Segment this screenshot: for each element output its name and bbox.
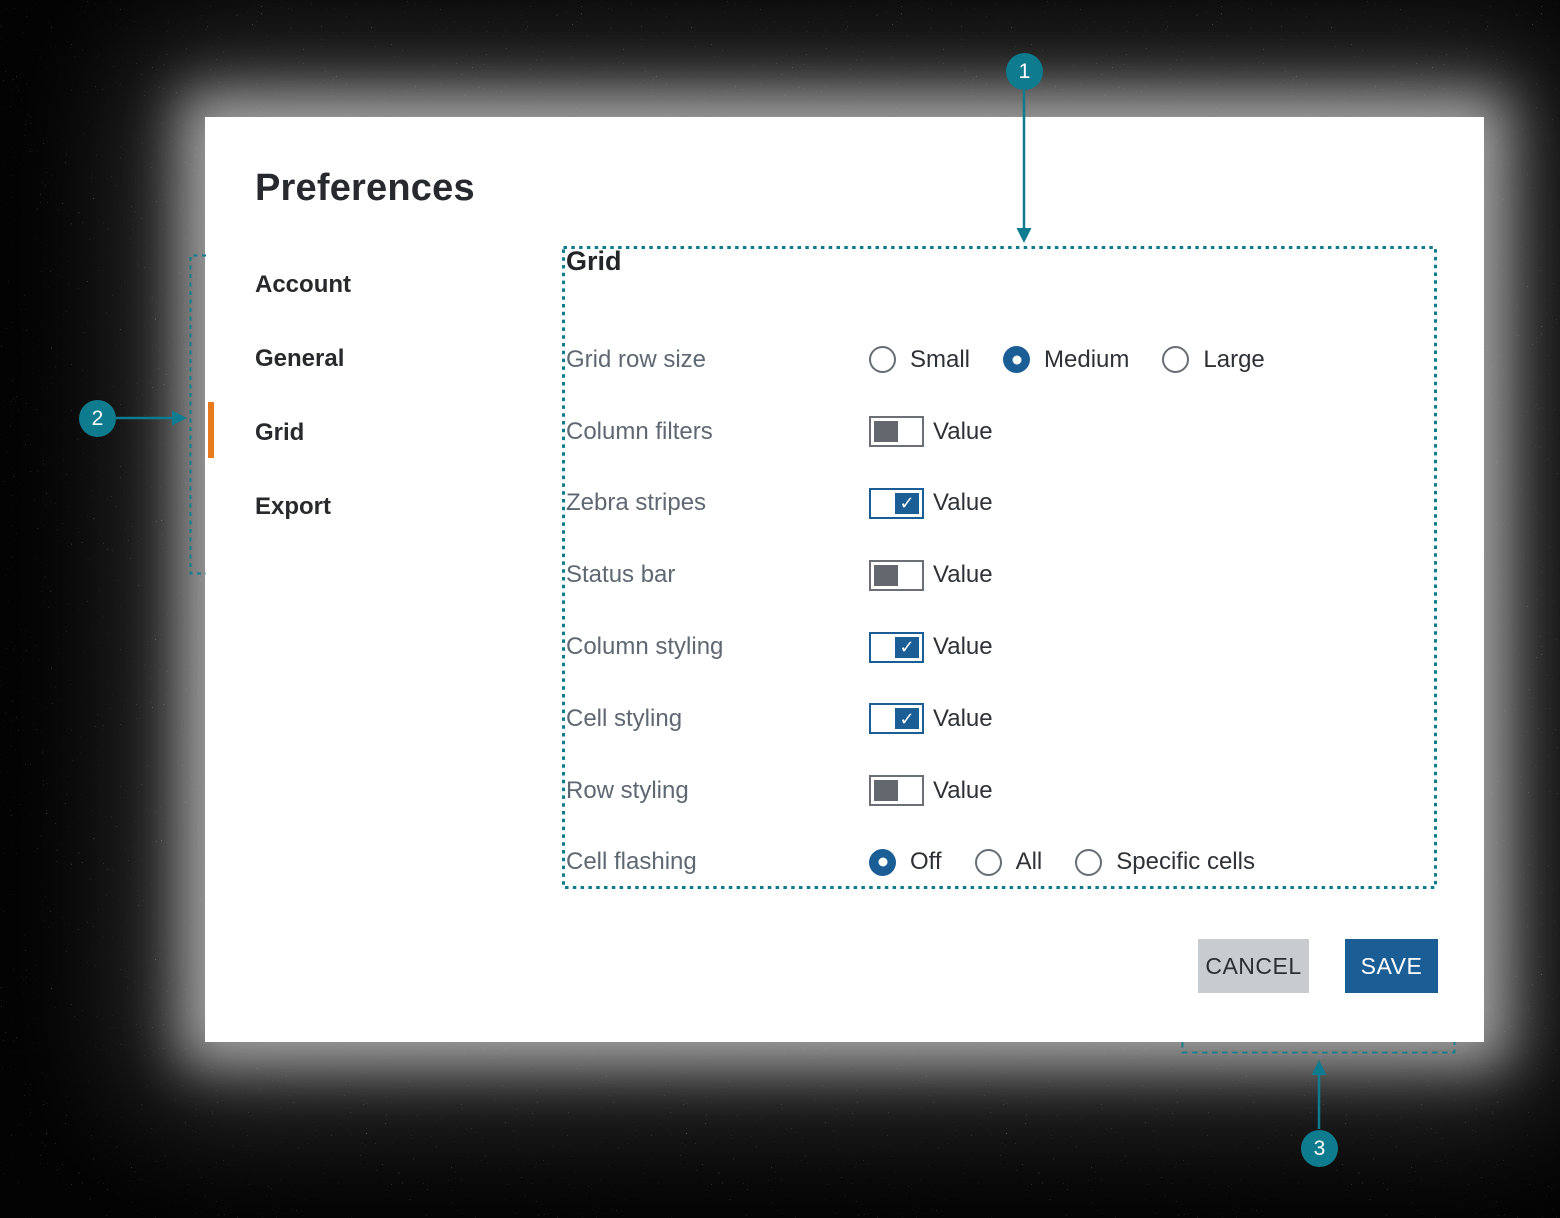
radio-label: Large — [1203, 345, 1265, 373]
toggle-checkbox[interactable]: ✓ — [869, 703, 924, 735]
settings-row-column-filters: Column filters Value — [566, 396, 1426, 468]
sidebar-item-general[interactable]: General — [255, 345, 345, 372]
preferences-dialog: Preferences Account General Grid Export … — [205, 117, 1484, 1042]
value-label: Value — [933, 489, 993, 517]
checkbox-knob — [874, 421, 898, 443]
cancel-button[interactable]: CANCEL — [1198, 939, 1309, 993]
value-label: Value — [933, 776, 993, 804]
check-icon: ✓ — [895, 492, 919, 514]
radio-label: All — [1015, 848, 1043, 876]
radio-button[interactable] — [974, 848, 1002, 876]
setting-label: Column filters — [566, 417, 713, 445]
save-button[interactable]: SAVE — [1345, 939, 1438, 993]
radio-group-grid-row-size: Small Medium Large — [869, 346, 1265, 374]
settings-row-grid-row-size: Grid row size Small Medium Large — [566, 324, 1426, 396]
settings-row-cell-flashing: Cell flashing Off All Specific cells — [566, 827, 1426, 899]
radio-button[interactable] — [1162, 346, 1190, 374]
radio-label: Specific cells — [1116, 848, 1255, 876]
radio-option-small[interactable]: Small — [869, 346, 970, 374]
setting-label: Cell flashing — [566, 848, 697, 876]
radio-option-off[interactable]: Off — [869, 848, 942, 876]
sidebar-item-account[interactable]: Account — [255, 271, 351, 298]
setting-label: Status bar — [566, 561, 676, 589]
toggle-checkbox[interactable]: ✓ — [869, 631, 924, 663]
sidebar-nav: Account General Grid Export — [255, 270, 351, 566]
settings-row-zebra-stripes: Zebra stripes ✓ Value — [566, 468, 1426, 540]
checkbox-knob — [874, 780, 898, 802]
toggle-checkbox[interactable] — [869, 775, 924, 807]
radio-button[interactable] — [1075, 848, 1103, 876]
value-label: Value — [933, 633, 993, 661]
toggle-checkbox[interactable]: ✓ — [869, 487, 924, 519]
check-icon: ✓ — [895, 636, 919, 658]
checkbox-knob — [874, 564, 898, 586]
radio-option-all[interactable]: All — [974, 848, 1043, 876]
settings-row-status-bar: Status bar Value — [566, 539, 1426, 611]
radio-label: Off — [910, 848, 942, 876]
page-title: Preferences — [255, 167, 475, 209]
value-label: Value — [933, 417, 993, 445]
radio-option-large[interactable]: Large — [1162, 345, 1265, 374]
settings-row-cell-styling: Cell styling ✓ Value — [566, 683, 1426, 755]
radio-option-specific-cells[interactable]: Specific cells — [1075, 848, 1255, 876]
toggle-checkbox[interactable] — [869, 559, 924, 591]
annotation-marker-2: 2 — [79, 400, 116, 437]
grid-settings-panel: Grid Grid row size Small Medium — [562, 246, 1437, 889]
toggle-checkbox[interactable] — [869, 416, 924, 448]
panel-heading: Grid — [566, 246, 622, 276]
setting-label: Zebra stripes — [566, 489, 707, 517]
sidebar-item-grid[interactable]: Grid — [255, 419, 305, 446]
radio-button[interactable] — [869, 848, 896, 876]
active-tab-indicator — [208, 402, 214, 458]
check-icon: ✓ — [895, 708, 919, 730]
radio-option-medium[interactable]: Medium — [1003, 346, 1129, 374]
radio-group-cell-flashing: Off All Specific cells — [869, 848, 1255, 876]
setting-label: Cell styling — [566, 704, 683, 732]
sidebar-item-export[interactable]: Export — [255, 493, 332, 520]
settings-rows: Grid row size Small Medium Large — [566, 324, 1426, 898]
annotation-marker-3: 3 — [1301, 1130, 1338, 1167]
annotation-marker-1: 1 — [1006, 53, 1043, 90]
value-label: Value — [933, 561, 993, 589]
value-label: Value — [933, 704, 993, 732]
setting-label: Grid row size — [566, 345, 707, 373]
radio-button[interactable] — [869, 346, 896, 374]
setting-label: Column styling — [566, 633, 724, 661]
radio-label: Medium — [1044, 345, 1130, 373]
radio-label: Small — [910, 345, 971, 373]
settings-row-row-styling: Row styling Value — [566, 755, 1426, 827]
settings-row-column-styling: Column styling ✓ Value — [566, 611, 1426, 683]
radio-button[interactable] — [1003, 346, 1031, 374]
setting-label: Row styling — [566, 776, 689, 804]
